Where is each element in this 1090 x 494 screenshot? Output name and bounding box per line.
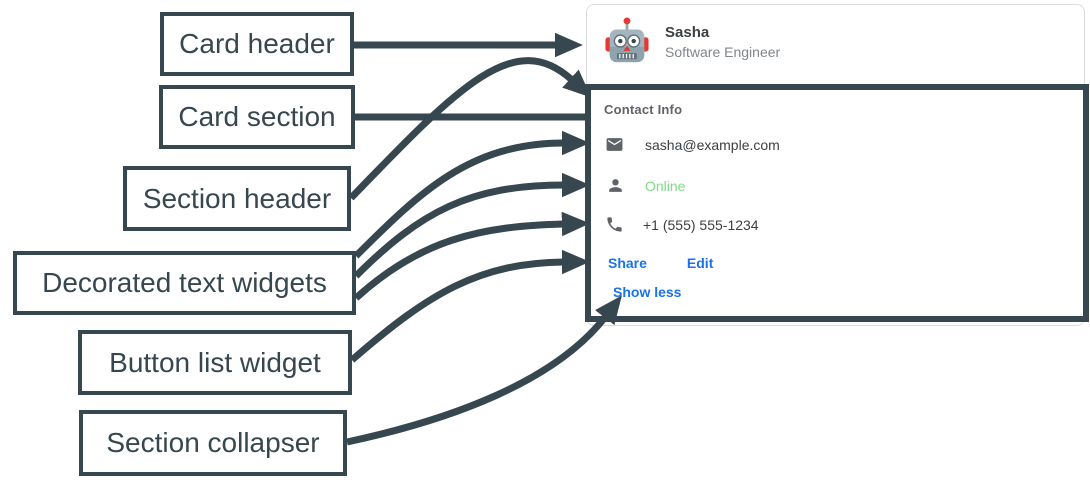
- edit-button[interactable]: Edit: [686, 255, 714, 271]
- arrow-decorated-text-email: [353, 130, 590, 259]
- decorated-text-status: Online: [645, 178, 686, 194]
- share-button[interactable]: Share: [608, 255, 647, 271]
- arrow-section-collapser: [346, 295, 622, 446]
- arrow-button-decorated-text-phone: [353, 211, 590, 301]
- label-button-list-widget: Button list widget: [109, 346, 321, 378]
- label-box-card-header: Card header: [160, 12, 354, 76]
- label-card-section: Card section: [178, 101, 336, 132]
- section-header-title: Contact Info: [604, 102, 683, 117]
- label-card-header: Card header: [179, 28, 335, 59]
- card-header-subtitle: Software Engineer: [665, 44, 781, 60]
- show-less-button[interactable]: Show less: [613, 284, 682, 300]
- label-section-collapser: Section collapser: [106, 427, 320, 458]
- label-box-section-header: Section header: [123, 166, 351, 231]
- decorated-text-phone: +1 (555) 555-1234: [643, 217, 759, 233]
- card-header-title: Sasha: [665, 24, 710, 41]
- button-list: Share Edit: [608, 255, 713, 271]
- label-box-section-collapser: Section collapser: [79, 410, 347, 476]
- decorated-text-email: sasha@example.com: [645, 137, 780, 153]
- label-decorated-text-widgets: Decorated text widgets: [42, 267, 327, 298]
- arrow-decorated-text-status: [353, 172, 590, 279]
- label-box-decorated-text-widgets: Decorated text widgets: [13, 251, 356, 315]
- label-box-button-list-widget: Button list widget: [78, 330, 352, 395]
- label-box-card-section: Card section: [159, 85, 355, 149]
- arrow-section-header: [348, 57, 592, 201]
- contact-card: [586, 4, 1085, 326]
- robot-avatar: [605, 17, 649, 63]
- arrow-button-list: [349, 249, 590, 363]
- email-icon: [606, 138, 623, 151]
- label-section-header: Section header: [142, 182, 332, 214]
- phone-icon: [607, 217, 622, 232]
- person-icon: [609, 179, 622, 192]
